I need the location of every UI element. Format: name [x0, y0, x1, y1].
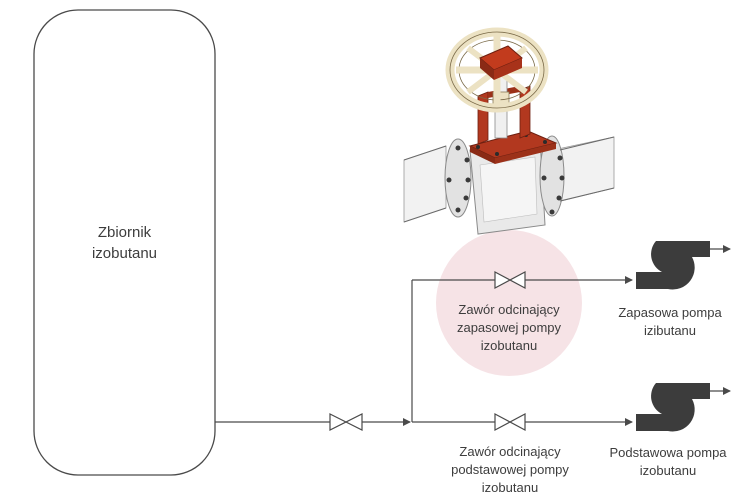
backup-pump-label-line1: Zapasowa pompa [618, 305, 722, 320]
tank-label-line2: izobutanu [91, 245, 158, 262]
backup-pump-label: Zapasowa pompa izibutanu [604, 304, 736, 340]
isobutane-tank[interactable] [33, 9, 216, 476]
main-pump-label-line1: Podstawowa pompa [609, 445, 727, 460]
backup-pump-icon[interactable] [636, 241, 710, 290]
main-valve-symbol-icon[interactable] [494, 413, 526, 431]
backup-valve-symbol-icon[interactable] [494, 271, 526, 289]
main-pump-label-line2: izobutanu [639, 463, 697, 478]
piping [215, 245, 731, 426]
main-pump-icon[interactable] [636, 383, 710, 432]
main-valve-label-line1: Zawór odcinający [459, 444, 561, 459]
main-pump-label: Podstawowa pompa izobutanu [600, 444, 736, 480]
main-valve-label: Zawór odcinający podstawowej pompy izobu… [430, 443, 590, 497]
backup-pump-label-line2: izibutanu [643, 323, 697, 338]
main-valve-label-line3: izobutanu [481, 480, 539, 495]
tank-label: Zbiornik izobutanu [34, 222, 215, 264]
tank-label-line1: Zbiornik [97, 224, 152, 241]
main-line-valve-symbol-icon[interactable] [329, 413, 363, 431]
backup-valve-highlight [436, 230, 582, 376]
isometric-gate-valve-icon [403, 27, 615, 235]
main-valve-label-line2: podstawowej pompy [451, 462, 569, 477]
backup-valve-label-line3: izobutanu [480, 338, 538, 353]
backup-valve-label-line1: Zawór odcinający [458, 302, 560, 317]
backup-valve-label-line2: zapasowej pompy [456, 320, 562, 335]
backup-valve-label: Zawór odcinający zapasowej pompy izobuta… [434, 301, 584, 355]
